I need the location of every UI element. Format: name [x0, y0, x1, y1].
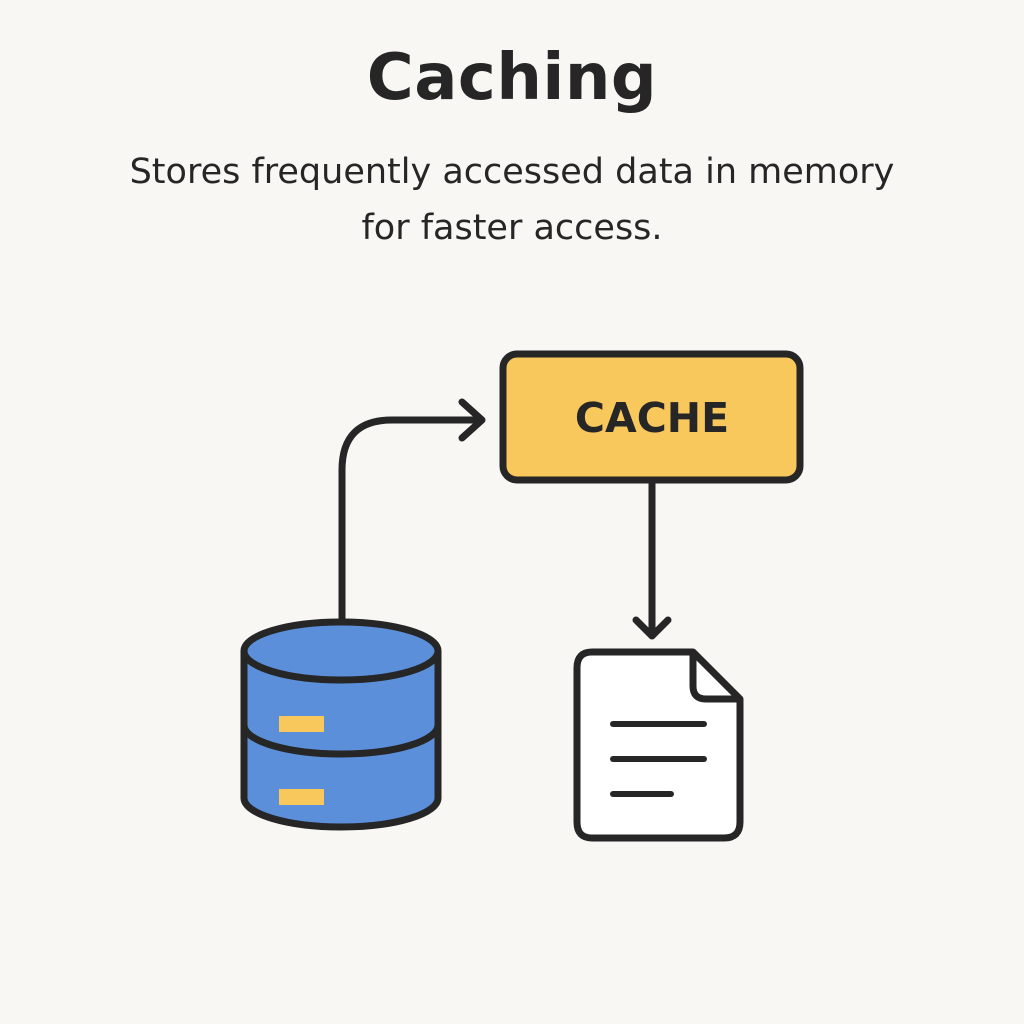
subtitle-line-1: Stores frequently accessed data in memor…: [129, 152, 895, 192]
database-slot-lower: [279, 789, 324, 805]
database-slot-upper: [279, 716, 324, 732]
document-icon: [573, 648, 744, 842]
database-to-cache-arrow: [338, 398, 486, 624]
cache-box: CACHE: [499, 350, 804, 484]
cache-label: CACHE: [575, 394, 729, 442]
page-title: Caching: [366, 41, 658, 115]
database-icon: [240, 618, 442, 831]
page-subtitle: Stores frequently accessed data in memor…: [80, 144, 944, 256]
subtitle-line-2: for faster access.: [361, 208, 663, 248]
cache-to-document-arrow: [632, 480, 672, 640]
